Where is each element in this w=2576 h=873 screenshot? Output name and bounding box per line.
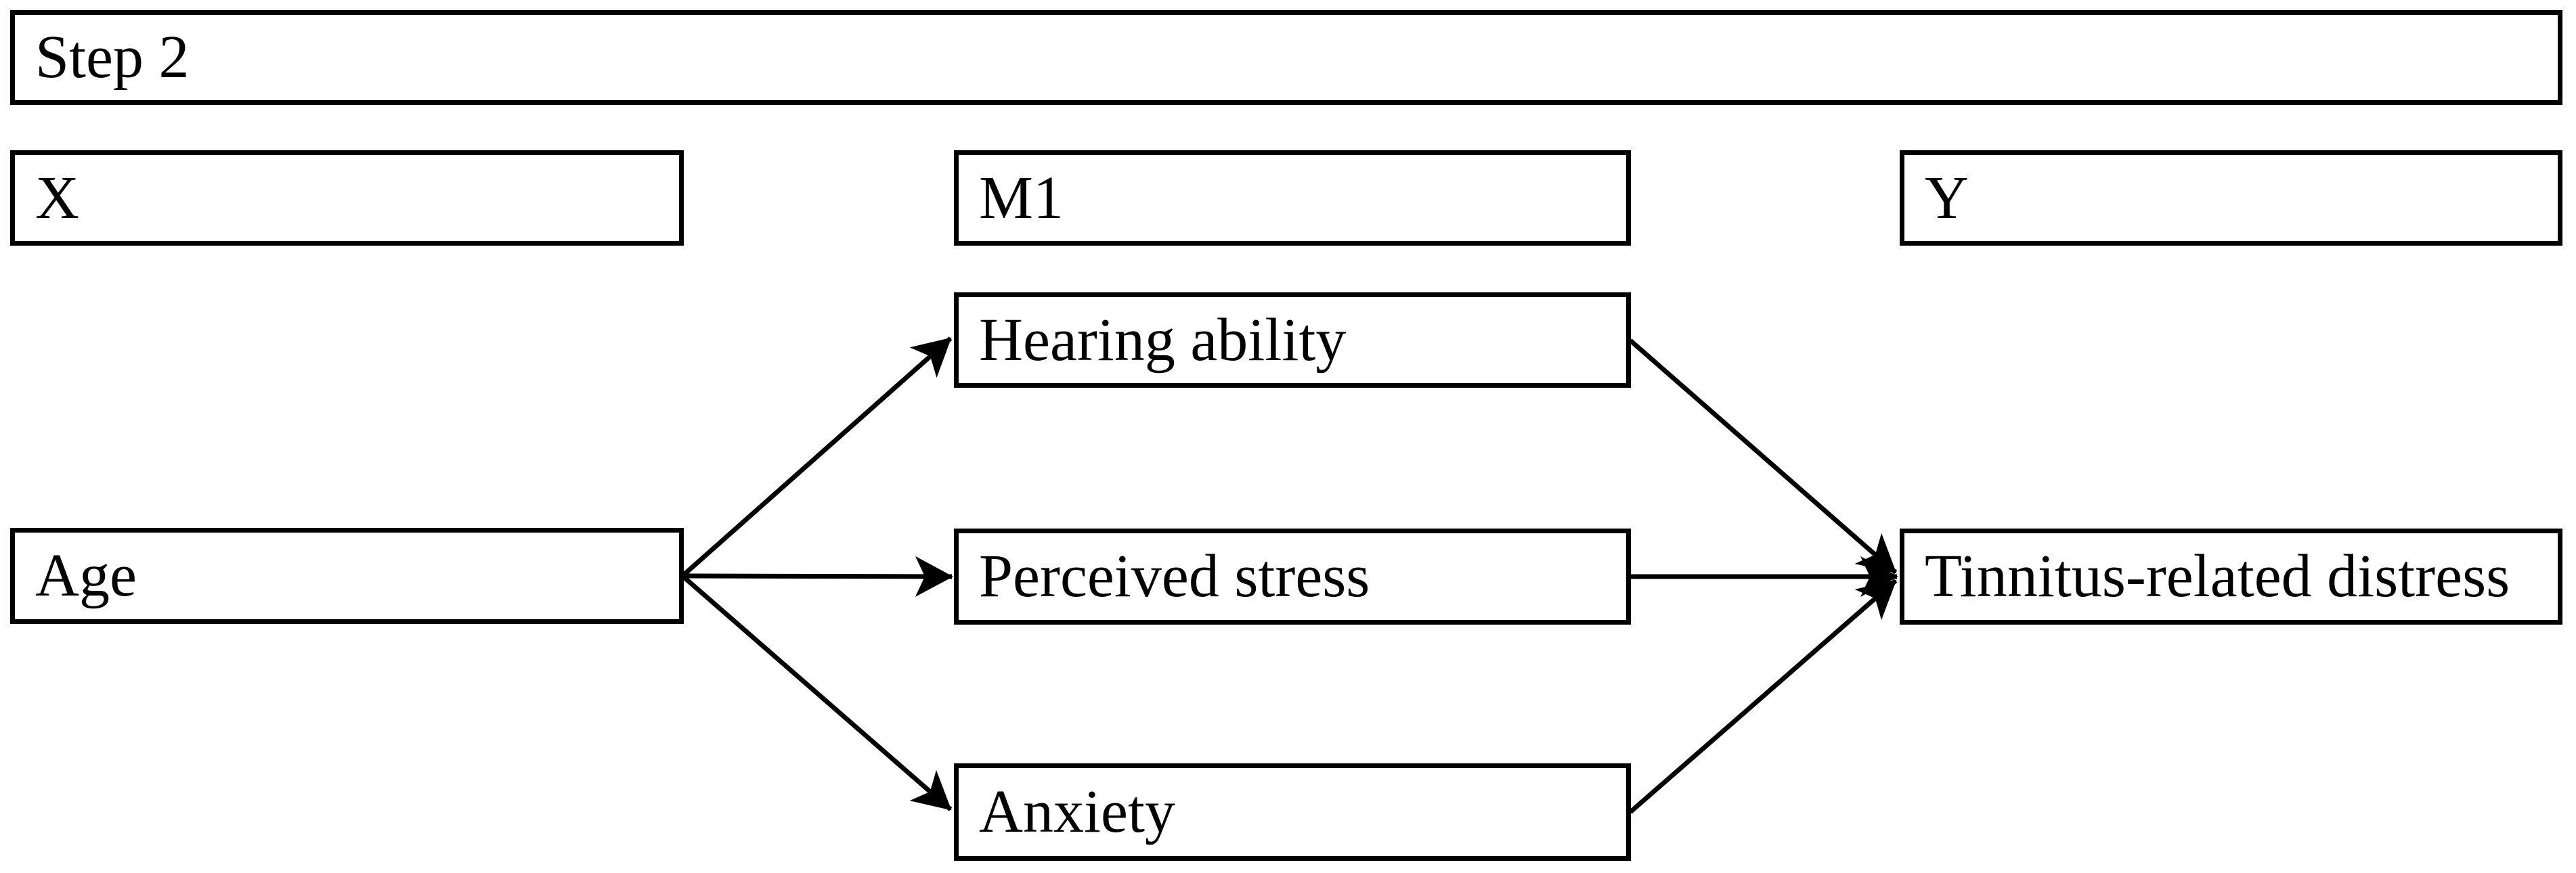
node-hearing-ability: Hearing ability <box>954 292 1631 388</box>
node-tinnitus-distress-label: Tinnitus-related distress <box>1925 543 2510 610</box>
arrow-age-to-hearing-ability <box>680 336 953 578</box>
node-age-label: Age <box>35 542 137 609</box>
column-header-x: X <box>10 150 684 246</box>
node-anxiety: Anxiety <box>954 763 1631 861</box>
column-header-m1-label: M1 <box>979 164 1064 231</box>
arrow-hearing-ability-to-tinnitus-distress <box>1628 338 1898 575</box>
column-header-x-label: X <box>35 164 79 231</box>
node-age: Age <box>10 528 684 624</box>
step-banner: Step 2 <box>10 10 2562 105</box>
step-banner-label: Step 2 <box>35 24 190 91</box>
node-perceived-stress-label: Perceived stress <box>979 543 1370 610</box>
arrow-age-to-perceived-stress <box>682 556 953 597</box>
column-header-y: Y <box>1900 150 2562 246</box>
column-header-y-label: Y <box>1925 164 1969 231</box>
column-header-m1: M1 <box>954 150 1631 246</box>
node-tinnitus-distress: Tinnitus-related distress <box>1900 529 2562 625</box>
node-perceived-stress: Perceived stress <box>954 529 1631 625</box>
arrow-age-to-anxiety <box>680 574 953 811</box>
node-anxiety-label: Anxiety <box>979 778 1175 845</box>
arrow-anxiety-to-tinnitus-distress <box>1628 579 1898 814</box>
node-hearing-ability-label: Hearing ability <box>979 306 1347 374</box>
